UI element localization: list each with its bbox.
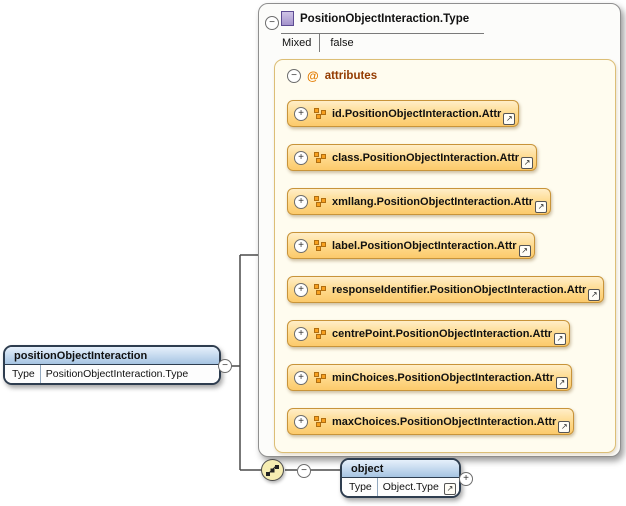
expand-icon[interactable]: + <box>459 472 473 486</box>
attribute-icon <box>314 372 326 383</box>
external-link-icon[interactable]: ↗ <box>518 245 531 257</box>
attribute-icon <box>314 284 326 295</box>
expand-icon[interactable]: + <box>294 370 308 385</box>
element-type-row: Type Object.Type ↗ <box>342 478 459 496</box>
attribute-label: responseIdentifier.PositionObjectInterac… <box>332 283 587 296</box>
attribute-label: centrePoint.PositionObjectInteraction.At… <box>332 327 553 340</box>
element-box-positionObjectInteraction[interactable]: positionObjectInteraction Type PositionO… <box>3 345 221 385</box>
expand-icon[interactable]: + <box>294 194 308 209</box>
attribute-label: id.PositionObjectInteraction.Attr <box>332 107 502 120</box>
attribute-box-class[interactable]: + class.PositionObjectInteraction.Attr ↗ <box>287 144 538 171</box>
external-link-icon[interactable]: ↗ <box>535 201 548 213</box>
mixed-facet-row: Mixed false <box>281 33 484 52</box>
attributes-label: attributes <box>324 70 378 82</box>
type-label: Type <box>342 478 378 496</box>
expand-icon[interactable]: + <box>294 326 308 341</box>
external-link-icon[interactable]: ↗ <box>555 377 568 389</box>
element-name: object <box>342 460 459 478</box>
attribute-icon <box>314 152 326 163</box>
expand-icon[interactable]: + <box>294 150 308 165</box>
attribute-box-maxChoices[interactable]: + maxChoices.PositionObjectInteraction.A… <box>287 408 575 435</box>
expand-icon[interactable]: + <box>294 238 308 253</box>
attribute-label: minChoices.PositionObjectInteraction.Att… <box>332 371 554 384</box>
collapse-icon[interactable]: − <box>265 16 279 30</box>
element-box-object[interactable]: object Type Object.Type ↗ <box>340 458 461 498</box>
external-link-icon[interactable]: ↗ <box>444 483 456 495</box>
attribute-box-id[interactable]: + id.PositionObjectInteraction.Attr ↗ <box>287 100 520 127</box>
type-title-row: PositionObjectInteraction.Type <box>281 11 469 26</box>
attribute-icon <box>314 196 326 207</box>
attribute-icon <box>314 108 326 119</box>
element-name: positionObjectInteraction <box>5 347 219 365</box>
expand-icon[interactable]: + <box>294 106 308 121</box>
attribute-box-label[interactable]: + label.PositionObjectInteraction.Attr ↗ <box>287 232 535 259</box>
sequence-compositor-icon[interactable] <box>261 459 284 481</box>
attributes-group-header: − @ attributes <box>287 69 377 83</box>
external-link-icon[interactable]: ↗ <box>503 113 516 125</box>
attribute-label: xmllang.PositionObjectInteraction.Attr <box>332 195 534 208</box>
attribute-box-minChoices[interactable]: + minChoices.PositionObjectInteraction.A… <box>287 364 572 391</box>
external-link-icon[interactable]: ↗ <box>521 157 534 169</box>
at-sign: @ <box>307 69 319 83</box>
mixed-value: false <box>330 37 354 49</box>
attribute-box-xmllang[interactable]: + xmllang.PositionObjectInteraction.Attr… <box>287 188 552 215</box>
collapse-icon[interactable]: − <box>218 359 232 373</box>
attribute-label: class.PositionObjectInteraction.Attr <box>332 151 520 164</box>
complex-type-box[interactable]: − PositionObjectInteraction.Type Mixed f… <box>258 3 621 457</box>
sequence-glyph <box>266 464 279 476</box>
attribute-icon <box>314 416 326 427</box>
external-link-icon[interactable]: ↗ <box>558 421 571 433</box>
attributes-group: − @ attributes + id.PositionObjectIntera… <box>274 59 616 453</box>
external-link-icon[interactable]: ↗ <box>554 333 567 345</box>
type-label: Type <box>5 365 41 383</box>
element-type-row: Type PositionObjectInteraction.Type <box>5 365 219 383</box>
type-title: PositionObjectInteraction.Type <box>300 12 470 25</box>
mixed-label: Mixed <box>281 34 321 52</box>
attribute-box-responseIdentifier[interactable]: + responseIdentifier.PositionObjectInter… <box>287 276 605 303</box>
attribute-box-centrePoint[interactable]: + centrePoint.PositionObjectInteraction.… <box>287 320 571 347</box>
expand-icon[interactable]: + <box>294 282 308 297</box>
attribute-icon <box>314 328 326 339</box>
attribute-icon <box>314 240 326 251</box>
type-value: Object.Type <box>382 481 439 493</box>
collapse-icon[interactable]: − <box>287 69 301 83</box>
attribute-label: maxChoices.PositionObjectInteraction.Att… <box>332 415 557 428</box>
external-link-icon[interactable]: ↗ <box>588 289 601 301</box>
type-value: PositionObjectInteraction.Type <box>45 368 189 380</box>
expand-icon[interactable]: + <box>294 414 308 429</box>
collapse-icon[interactable]: − <box>297 464 311 478</box>
attribute-label: label.PositionObjectInteraction.Attr <box>332 239 517 252</box>
complex-type-icon <box>281 11 294 26</box>
